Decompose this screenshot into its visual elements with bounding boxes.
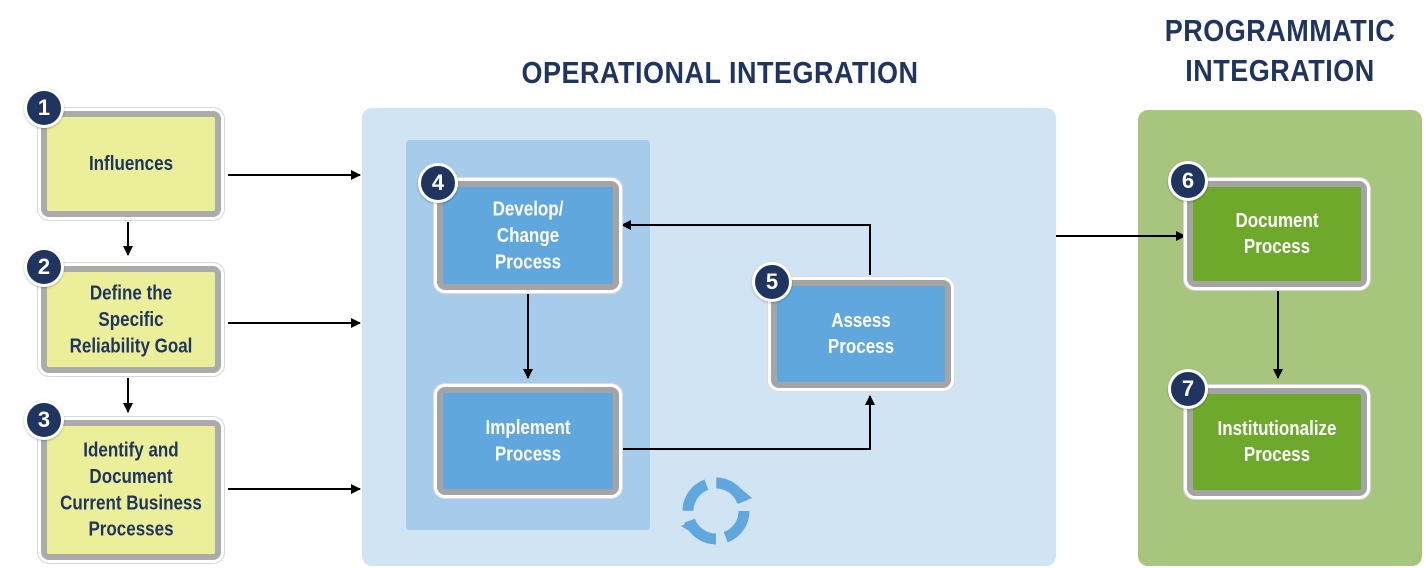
step-4-line-1: Develop/ [492, 197, 564, 220]
step-7-line-1: Institutionalize [1217, 416, 1337, 440]
implement-line-2: Process [494, 442, 562, 466]
step-1-influences-box: Influences [41, 111, 221, 217]
step-5-assess-box: Assess Process [771, 280, 951, 388]
step-6-line-1: Document [1235, 208, 1319, 232]
step-1-line-1: Influences [88, 151, 174, 175]
programmatic-title-line-1: PROGRAMMATIC [1164, 14, 1396, 48]
step-4-badge: 4 [418, 163, 458, 203]
implement-line-1: Implement [485, 415, 571, 439]
arrow-assess-to-develop [621, 220, 871, 275]
step-6-badge: 6 [1168, 161, 1208, 201]
step-7-line-2: Process [1243, 443, 1311, 467]
step-4-line-2: Change [496, 223, 560, 247]
step-3-line-2: Document [89, 464, 173, 488]
step-2-line-2: Specific [98, 307, 164, 331]
step-3-line-3: Current Business [60, 491, 202, 515]
programmatic-title-line-2: INTEGRATION [1185, 54, 1375, 88]
step-5-badge: 5 [752, 262, 792, 302]
arrow-implement-to-assess [622, 395, 875, 450]
step-4-develop-change-box: Develop/ Change Process [437, 181, 619, 290]
step-5-line-2: Process [827, 335, 895, 359]
step-3-line-1: Identify and [83, 438, 179, 462]
step-6-line-2: Process [1243, 235, 1311, 259]
operational-integration-title: OPERATIONAL INTEGRATION [521, 56, 919, 90]
step-2-badge: 2 [24, 247, 64, 287]
step-3-line-4: Processes [88, 517, 174, 541]
step-4-line-3: Process [494, 249, 562, 273]
step-2-line-1: Define the [89, 281, 173, 304]
cycle-icon [681, 477, 752, 545]
step-2-line-3: Reliability Goal [69, 333, 193, 357]
step-1-badge: 1 [24, 88, 64, 128]
step-7-institutionalize-box: Institutionalize Process [1187, 388, 1367, 496]
step-6-document-box: Document Process [1187, 181, 1367, 287]
step-5-line-1: Assess [831, 308, 891, 332]
step-3-badge: 3 [24, 400, 64, 440]
implement-process-box: Implement Process [437, 387, 619, 495]
step-3-identify-processes-box: Identify and Document Current Business P… [41, 420, 221, 560]
programmatic-integration-title: PROGRAMMATIC INTEGRATION [1130, 11, 1426, 92]
step-7-badge: 7 [1168, 369, 1208, 409]
step-2-define-goal-box: Define the Specific Reliability Goal [41, 266, 221, 373]
